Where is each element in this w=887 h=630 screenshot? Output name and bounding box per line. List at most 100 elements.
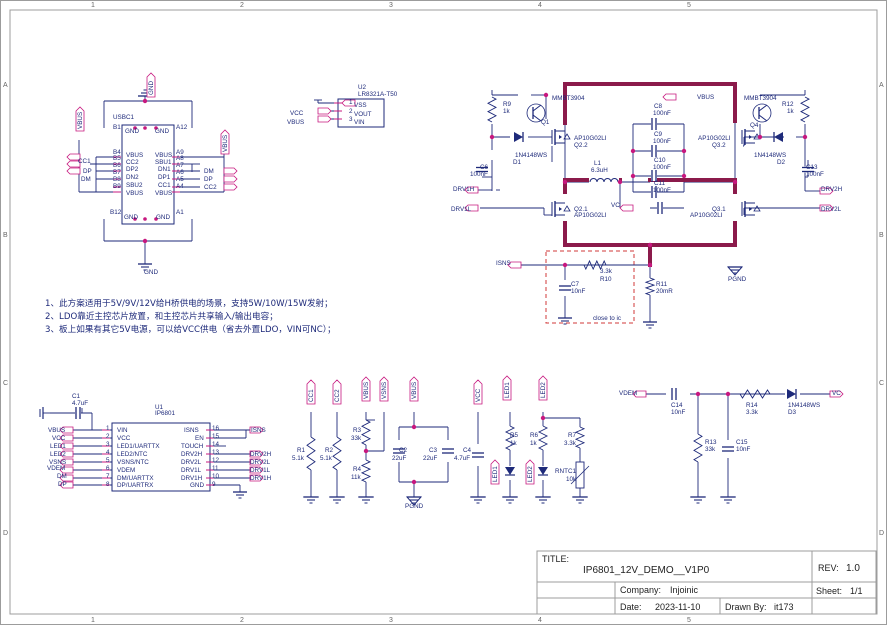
transistor-collector [758, 104, 768, 112]
schematic-label: 1k [503, 108, 511, 115]
schematic-label: DRV1H [181, 475, 203, 482]
port-flag [464, 186, 479, 194]
vertical-port-flag [146, 72, 156, 98]
port-flag [223, 183, 238, 191]
schematic-label: 1N4148WS [515, 152, 547, 159]
port-flag [249, 466, 264, 474]
schematic-label: DRV2L [181, 459, 202, 466]
schematic-label: VIN [354, 119, 365, 126]
schematic-label: C2 [399, 447, 408, 454]
schematic-label: DRV2H [181, 451, 203, 458]
grid-row-label: C [879, 380, 884, 387]
resistor [487, 96, 497, 123]
resistor [361, 419, 371, 446]
schematic-label: C7 [571, 281, 580, 288]
vertical-port-flag [379, 376, 389, 402]
grid-col-label: 3 [389, 2, 393, 9]
schematic-label: 1k [510, 440, 518, 447]
schematic-label: 4.7uF [72, 400, 88, 407]
port-flag [464, 204, 479, 212]
port-flag [341, 99, 356, 107]
junction [489, 134, 495, 140]
design-note: 2、LDO靠近主控芯片放置，和主控芯片共享输入/输出电容； [45, 310, 278, 322]
schematic-label: DM [204, 168, 214, 175]
company-value: Injoinic [670, 585, 699, 595]
schematic-label: C9 [654, 131, 663, 138]
schematic-label: R13 [705, 439, 717, 446]
vertical-net-label: VBUS [222, 135, 229, 152]
schematic-label: CC2 [126, 159, 139, 166]
resistor [800, 96, 810, 123]
schematic-label: DP2 [126, 166, 139, 173]
rev-label: REV: [818, 563, 839, 573]
schematic-label: U1 [155, 404, 164, 411]
schematic-label: A9 [176, 149, 184, 156]
schematic-label: D2 [777, 159, 786, 166]
schematic-label: 13 [212, 449, 220, 456]
grid-col-label: 3 [389, 617, 393, 624]
schematic-label: DM [81, 176, 91, 183]
vertical-port-flag [75, 106, 85, 132]
schematic-label: 3.3k [746, 409, 759, 416]
schematic-label: 22uF [423, 455, 438, 462]
schematic-label: A1 [176, 209, 184, 216]
schematic-label: A12 [176, 124, 188, 131]
sheet-value: 1/1 [850, 586, 863, 596]
schematic-label: PGND [728, 276, 747, 283]
port-flag [819, 204, 834, 212]
drawn-label: Drawn By: [725, 602, 767, 612]
port-flag [249, 474, 264, 482]
capacitor-gap [394, 448, 404, 454]
schematic-label: A6 [176, 169, 184, 176]
mosfet-arrow [749, 207, 752, 211]
schematic-label: R10 [600, 276, 612, 283]
junctions [142, 92, 808, 485]
grid-row-label: C [3, 380, 8, 387]
schematic-label: 1k [787, 108, 795, 115]
usbc1-body [121, 124, 175, 225]
schematic-label: D1 [513, 159, 522, 166]
schematic-label: 6.3uH [591, 167, 608, 174]
diode [774, 132, 783, 142]
schematic-label: GND [124, 214, 138, 221]
inductor-l1 [589, 178, 619, 183]
schematic-label: 22uF [392, 455, 407, 462]
schematic-label: C15 [736, 439, 748, 446]
schematic-label: A4 [176, 183, 184, 190]
junction [732, 179, 738, 185]
schematic-label: R12 [782, 101, 794, 108]
rev-value: 1.0 [846, 563, 860, 574]
vertical-port-flag [409, 376, 419, 402]
resistor [306, 436, 316, 471]
schematic-label: VSNS/NTC [117, 459, 149, 466]
junction [630, 173, 636, 179]
u1-body [111, 422, 211, 492]
schematic-label: 20mR [656, 288, 673, 295]
schematic-label: VBUS [287, 119, 304, 126]
schematic-label: DP [83, 168, 92, 175]
schematic-label: VCC [117, 435, 131, 442]
schematic-label: B8 [113, 176, 121, 183]
schematic-label: LED2/NTC [117, 451, 148, 458]
schematic-label: U2 [358, 84, 367, 91]
schematic-label: 16 [212, 425, 220, 432]
schematic-label: 9 [212, 481, 216, 488]
schematic-label: 2 [349, 108, 353, 115]
junction [411, 479, 417, 485]
schematic-label: GND [144, 269, 158, 276]
capacitor-gap [651, 119, 657, 129]
schematic-label: VOUT [354, 111, 372, 118]
schematic-label: 3.3k [564, 440, 577, 447]
schematic-label: C11 [654, 180, 666, 187]
port-flag [59, 450, 74, 458]
schematic-label: 2 [106, 433, 110, 440]
schematic-label: B1 [113, 124, 121, 131]
company-label: Company: [620, 585, 661, 595]
schematic-label: D3 [788, 409, 797, 416]
vertical-port-flag [538, 375, 548, 401]
schematic-label: A7 [176, 162, 184, 169]
schematic-label: 100nF [653, 187, 671, 194]
grid-col-label: 2 [240, 2, 244, 9]
